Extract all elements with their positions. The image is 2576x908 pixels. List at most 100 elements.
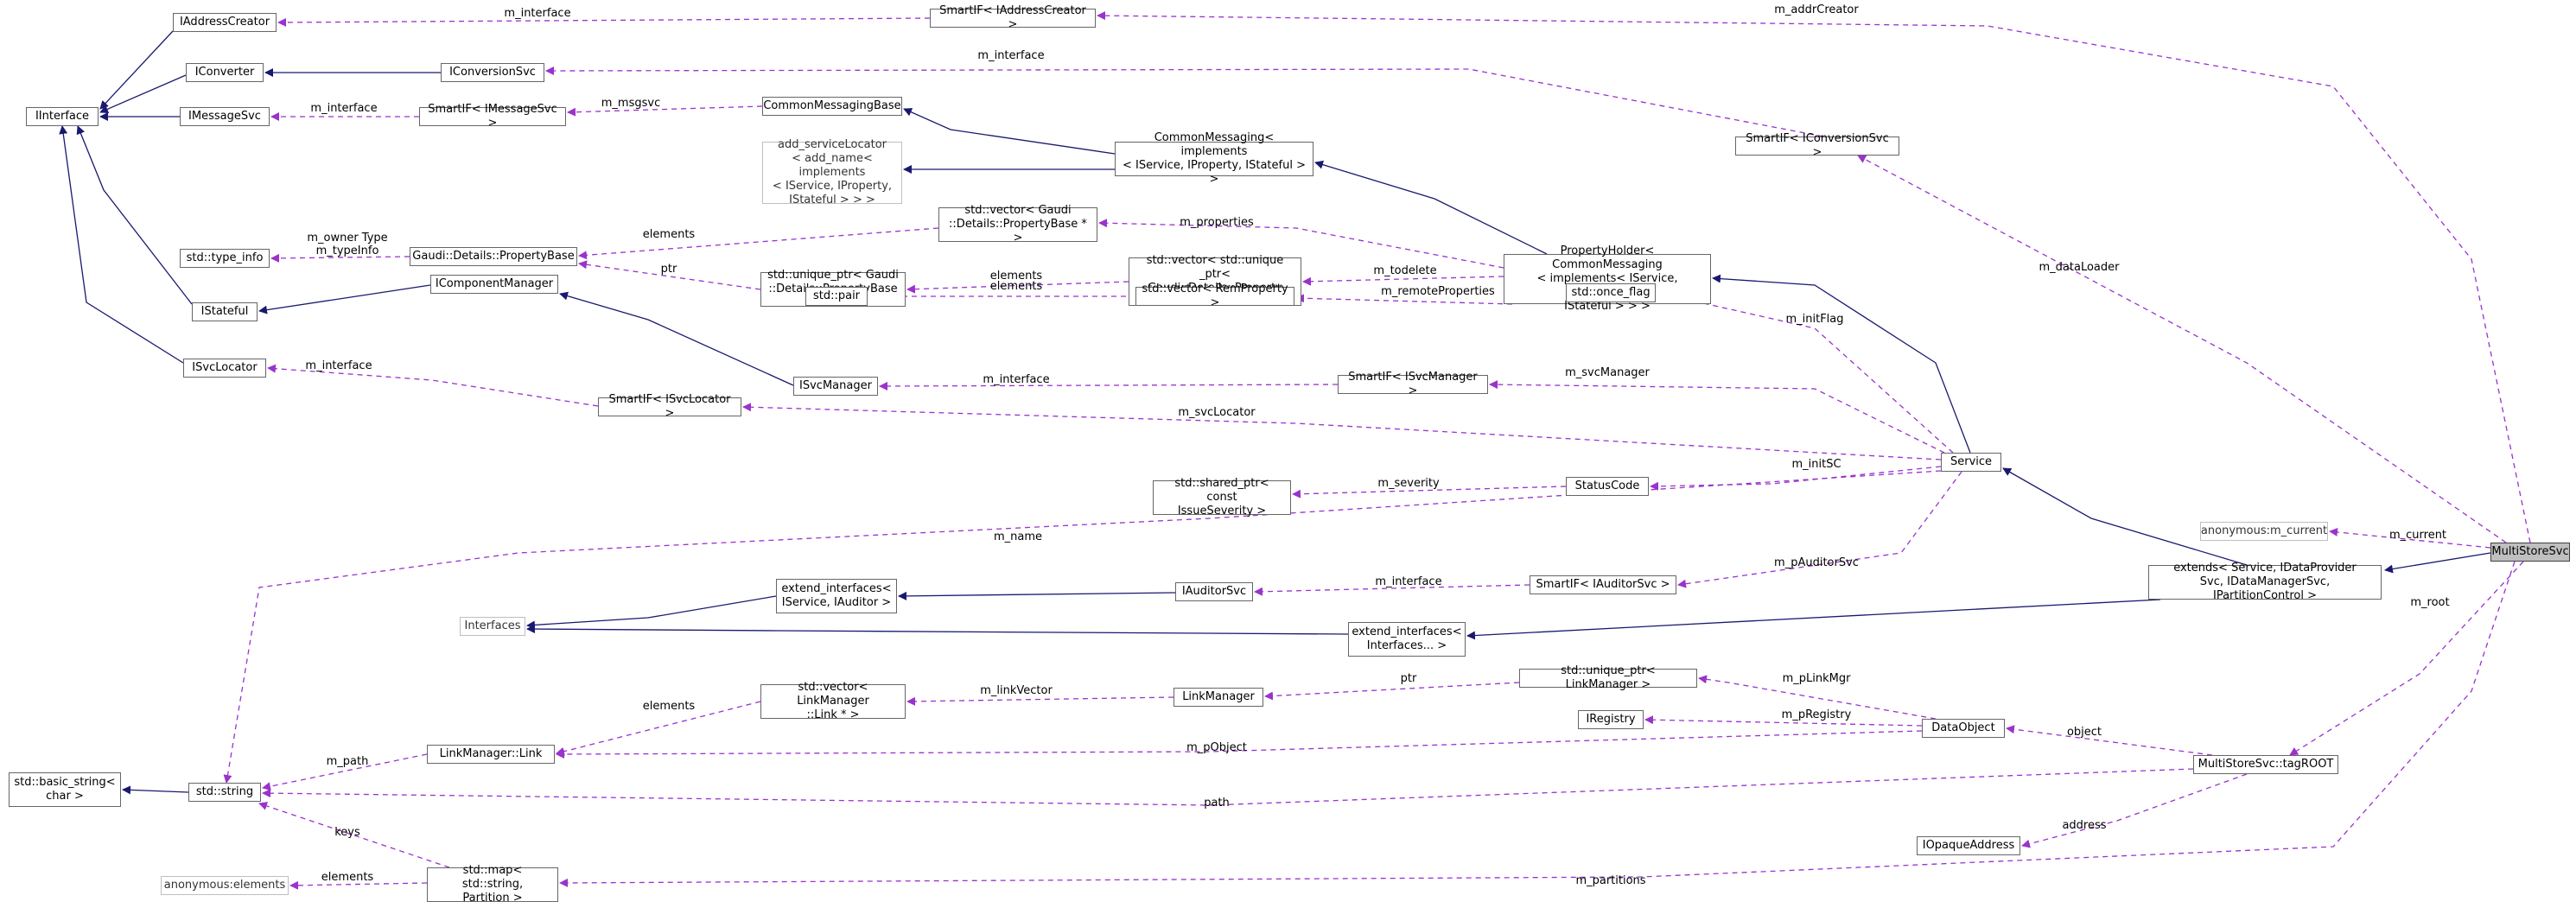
edge-root [2289, 561, 2524, 756]
node-multistoresvc[interactable]: MultiStoreSvc [2490, 543, 2570, 562]
node-iconverter[interactable]: IConverter [186, 63, 264, 82]
node-statuscode[interactable]: StatusCode [1566, 477, 1649, 496]
edge-icomponentmanager-istateful [258, 284, 431, 314]
edge-extendinterfaces-interfaces [526, 595, 777, 630]
edge-label-initsc: m_initSC [1791, 458, 1841, 471]
edge-propertybase-uniqueptr [578, 260, 761, 290]
node-basic-string[interactable]: std::basic_string< char > [9, 772, 121, 807]
node-iconversionsvc[interactable]: IConversionSvc [441, 63, 544, 82]
node-iregistry[interactable]: IRegistry [1578, 710, 1644, 729]
node-extend-interfaces-iauditor[interactable]: extend_interfaces< IService, IAuditor > [776, 579, 897, 613]
edge-label-plinkmgr: m_pLinkMgr [1782, 672, 1851, 685]
node-icomponentmanager[interactable]: IComponentManager [430, 275, 558, 294]
node-smartif-iauditorsvc[interactable]: SmartIF< IAuditorSvc > [1530, 575, 1676, 594]
node-smartif-iconversionsvc[interactable]: SmartIF< IConversionSvc > [1735, 132, 1899, 159]
edge-iaddresscreator-iinterface [99, 30, 174, 110]
edge-propertybase-vector [578, 227, 939, 260]
node-service[interactable]: Service [1941, 453, 2001, 472]
node-smartif-imessagesvc[interactable]: SmartIF< IMessageSvc > [419, 103, 566, 130]
edge-object [2006, 725, 2213, 756]
node-std-map[interactable]: std::map< std::string, Partition > [427, 864, 558, 905]
node-commonmessagingbase[interactable]: CommonMessagingBase [762, 97, 902, 116]
edge-label-isvcmanager-interface: m_interface [983, 373, 1050, 386]
node-anon-current[interactable]: anonymous:m_current [2200, 522, 2328, 541]
node-interfaces[interactable]: Interfaces [460, 617, 525, 636]
edge-stdstring-basicstring [122, 785, 189, 795]
node-tagroot[interactable]: MultiStoreSvc::tagROOT [2193, 755, 2338, 774]
edge-label-msgsvc: m_msgsvc [601, 97, 661, 110]
edge-label-pregistry: m_pRegistry [1781, 708, 1852, 721]
node-commonmessaging[interactable]: CommonMessaging< implements < IService, … [1115, 131, 1313, 186]
node-isvcmanager[interactable]: ISvcManager [793, 377, 878, 396]
edge-label-linkmanager-ptr: ptr [1400, 672, 1417, 685]
edge-label-vector-link-elements: elements [642, 700, 696, 713]
edge-label-svcmanager: m_svcManager [1565, 366, 1650, 379]
edge-label-tagroot-path: path [1204, 797, 1230, 810]
edge-vector-link [556, 701, 761, 756]
node-vector-link[interactable]: std::vector< LinkManager ::Link * > [760, 681, 906, 721]
edge-svclocator [742, 403, 1942, 460]
edge-label-imessagesvc-interface: m_interface [310, 102, 378, 115]
edge-current [2329, 527, 2491, 549]
edge-label-iauditorsvc-interface: m_interface [1375, 575, 1442, 588]
node-linkmanager[interactable]: LinkManager [1174, 688, 1263, 707]
node-vector-propertybase[interactable]: std::vector< Gaudi ::Details::PropertyBa… [938, 204, 1097, 244]
edge-initflag [1657, 290, 1954, 454]
node-link[interactable]: LinkManager::Link [427, 745, 555, 764]
node-iopaqueaddress[interactable]: IOpaqueAddress [1917, 836, 2020, 855]
edge-label-current: m_current [2388, 529, 2447, 542]
edge-iauditorsvc [1254, 584, 1530, 596]
node-imessagesvc[interactable]: IMessageSvc [180, 107, 270, 126]
node-add-servicelocator[interactable]: add_serviceLocator < add_name< implement… [762, 138, 902, 206]
node-smartif-isvcmanager[interactable]: SmartIF< ISvcManager > [1338, 371, 1488, 397]
node-once-flag[interactable]: std::once_flag [1566, 283, 1656, 302]
edge-address [2021, 773, 2248, 848]
edge-extends-service [2002, 467, 2248, 566]
node-smartif-isvclocator[interactable]: SmartIF< ISvcLocator > [598, 393, 741, 420]
edge-todelete [1302, 276, 1504, 286]
edge-isvcmanager [879, 381, 1339, 391]
edge-partitions [559, 561, 2516, 887]
node-dataobject[interactable]: DataObject [1922, 719, 2005, 738]
node-vector-remproperty[interactable]: std::vector< RemProperty > [1135, 283, 1294, 309]
edge-label-partitions: m_partitions [1575, 874, 1646, 887]
node-type-info[interactable]: std::type_info [180, 249, 270, 268]
edge-dots-interfaces [526, 625, 1349, 635]
edge-properties [1098, 219, 1504, 269]
node-unique-ptr-propertybase[interactable]: std::unique_ptr< Gaudi ::Details::Proper… [760, 269, 906, 309]
node-std-pair[interactable]: std::pair [805, 287, 868, 306]
edge-label-pobject: m_pObject [1186, 741, 1247, 754]
edge-label-remoteproperties: m_remoteProperties [1381, 285, 1495, 298]
edge-label-keys: keys [334, 826, 360, 839]
node-extends-service[interactable]: extends< Service, IDataProvider Svc, IDa… [2148, 562, 2382, 602]
edge-label-pauditorsvc: m_pAuditorSvc [1774, 556, 1859, 569]
edge-label-initflag: m_initFlag [1785, 313, 1844, 326]
edge-label-dataloader: m_dataLoader [2039, 261, 2120, 274]
node-isvclocator[interactable]: ISvcLocator [183, 359, 266, 378]
edge-initsc [1650, 466, 1942, 491]
edge-label-map-elements: elements [321, 871, 374, 884]
edge-dataloader [1857, 155, 2507, 543]
node-anon-elements[interactable]: anonymous:elements [161, 876, 289, 895]
node-propertybase[interactable]: Gaudi::Details::PropertyBase [410, 247, 577, 266]
edge-label-name: m_name [993, 530, 1043, 543]
edge-label-ownertype-typeinfo: m_owner Type m_typeInfo [307, 232, 388, 257]
edge-label-object: object [2066, 726, 2102, 739]
node-shared-ptr[interactable]: std::shared_ptr< const IssueSeverity > [1153, 477, 1291, 517]
node-std-string[interactable]: std::string [188, 783, 261, 802]
node-smartif-iaddresscreator[interactable]: SmartIF< IAddressCreator > [930, 4, 1096, 31]
node-iauditorsvc[interactable]: IAuditorSvc [1175, 582, 1253, 601]
node-istateful[interactable]: IStateful [192, 302, 258, 321]
edge-label-propertybase-ptr: ptr [660, 263, 677, 276]
edge-extends-dots [1466, 599, 2161, 640]
edge-label-root: m_root [2410, 596, 2450, 609]
edge-multistoresvc-extends [2384, 552, 2491, 574]
node-iaddresscreator[interactable]: IAddressCreator [173, 13, 277, 32]
node-iinterface[interactable]: IInterface [26, 107, 99, 126]
edge-remoteproperties [1295, 294, 1513, 305]
node-unique-ptr-linkmanager[interactable]: std::unique_ptr< LinkManager > [1519, 664, 1697, 691]
node-extend-interfaces-dots[interactable]: extend_interfaces< Interfaces... > [1348, 622, 1466, 657]
edge-label-iconversionsvc-interface: m_interface [977, 49, 1045, 62]
